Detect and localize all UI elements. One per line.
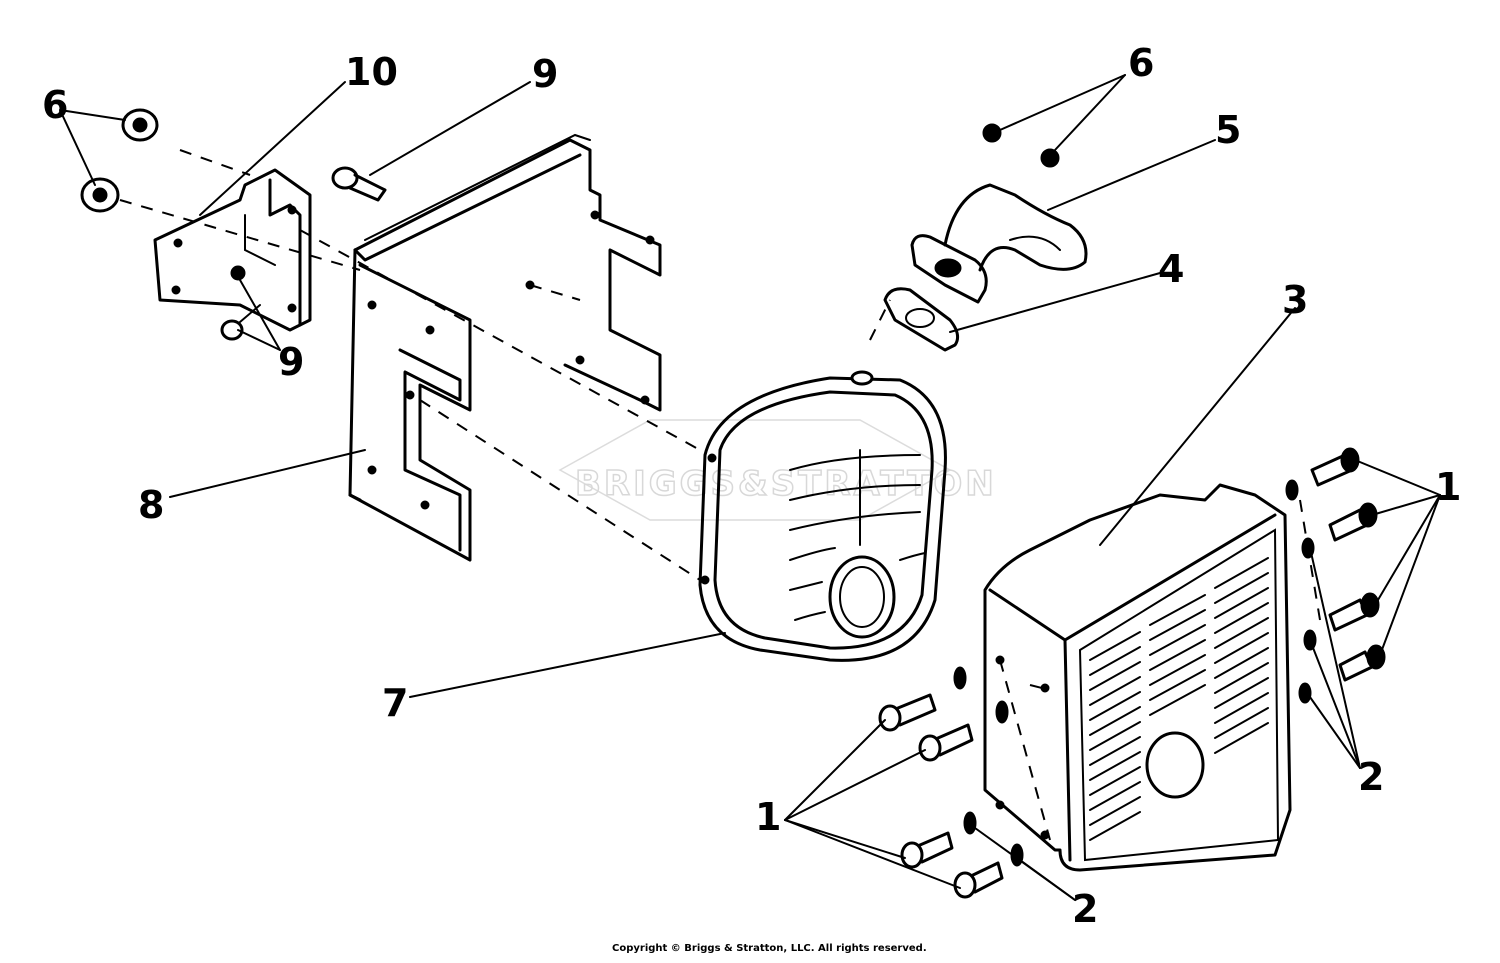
callout-6-top: 6 xyxy=(1128,41,1154,85)
guard-slots xyxy=(1089,557,1269,841)
part-8-mounting-bracket xyxy=(348,133,662,562)
copyright-notice: Copyright © Briggs & Stratton, LLC. All … xyxy=(612,943,927,954)
watermark: BRIGGS&STRATTON xyxy=(558,419,997,521)
part-5-exhaust-elbow xyxy=(910,183,1088,304)
part-6-nuts-left xyxy=(80,108,159,213)
leader-lines xyxy=(59,74,1441,901)
part-2-washers-left xyxy=(953,666,1024,867)
callout-9-bracket: 9 xyxy=(278,340,304,384)
callout-9-top: 9 xyxy=(532,52,558,96)
part-7-muffler xyxy=(698,370,947,662)
watermark-text: BRIGGS&STRATTON xyxy=(575,464,997,504)
part-6-nuts-top xyxy=(982,123,1060,168)
part-9-screws-bracket xyxy=(220,166,387,341)
callout-2-right: 2 xyxy=(1358,755,1384,799)
callout-1-right: 1 xyxy=(1435,465,1461,509)
part-10-bracket xyxy=(153,168,312,332)
part-1-screws-left xyxy=(878,693,1004,899)
part-3-muffler-guard xyxy=(983,483,1292,872)
callout-8: 8 xyxy=(138,483,164,527)
callout-labels: 10 9 6 9 8 7 6 5 4 3 1 2 1 2 xyxy=(42,41,1461,931)
callout-1-left: 1 xyxy=(755,795,781,839)
callout-4: 4 xyxy=(1158,247,1184,291)
part-2-washers-right xyxy=(1285,479,1317,704)
callout-7: 7 xyxy=(382,681,408,725)
callout-2-bottom: 2 xyxy=(1072,887,1098,931)
part-1-screws-right xyxy=(1310,447,1386,682)
callout-10: 10 xyxy=(345,50,398,94)
callout-3: 3 xyxy=(1282,278,1308,322)
callout-6-left: 6 xyxy=(42,83,68,127)
callout-5: 5 xyxy=(1215,108,1241,152)
part-4-gasket xyxy=(883,287,960,352)
